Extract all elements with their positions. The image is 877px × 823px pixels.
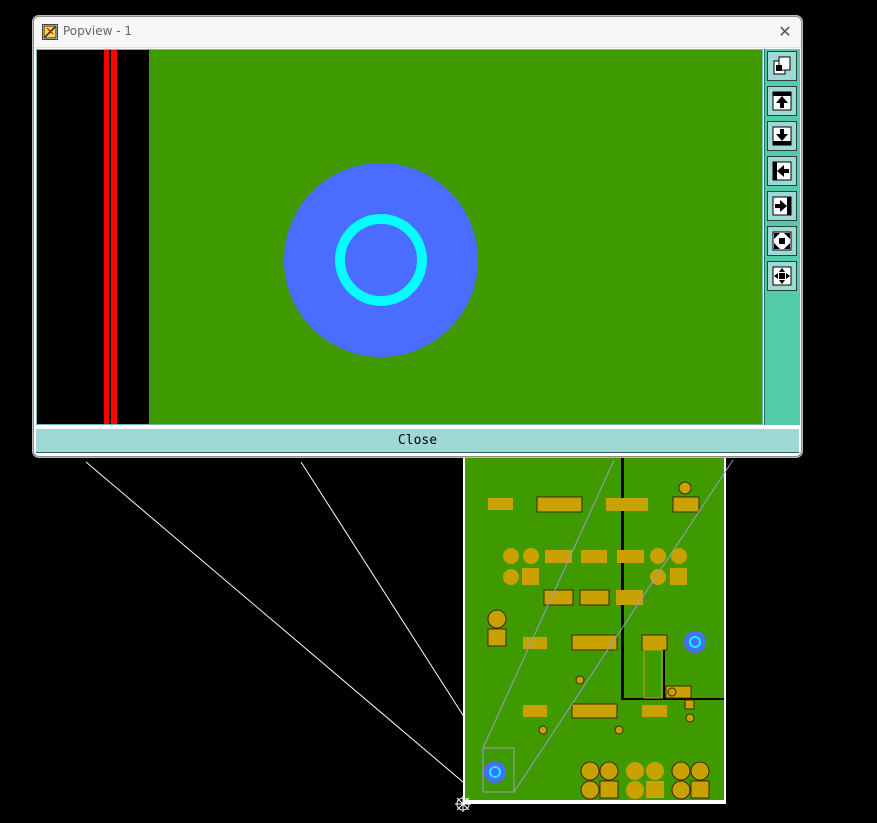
drill-hole-ring — [335, 214, 427, 306]
popview-toolbar — [764, 49, 800, 425]
pan-right-button[interactable] — [767, 191, 797, 221]
pcb-components — [487, 481, 710, 800]
keepout-area — [37, 50, 149, 424]
arrow-down-icon — [772, 126, 792, 146]
pan-left-button[interactable] — [767, 156, 797, 186]
red-trace-center-line — [109, 50, 111, 424]
copy-view-button[interactable] — [767, 51, 797, 81]
window-title: Popview - 1 — [63, 24, 132, 38]
via-pad[interactable] — [284, 163, 478, 357]
zoom-in-icon — [772, 231, 792, 251]
close-button-label: Close — [397, 433, 438, 448]
copy-view-icon — [773, 56, 791, 75]
popview-zoomed-viewport[interactable] — [36, 49, 763, 425]
zoom-region-outline — [482, 459, 734, 793]
origin-crosshair-icon — [455, 796, 471, 812]
popview-window: Popview - 1 ✕ — [33, 16, 802, 457]
arrow-up-icon — [772, 91, 792, 111]
pan-up-button[interactable] — [767, 86, 797, 116]
zoom-in-button[interactable] — [767, 226, 797, 256]
close-button[interactable]: Close — [36, 428, 799, 453]
pan-down-button[interactable] — [767, 121, 797, 151]
zoom-out-button[interactable] — [767, 261, 797, 291]
magnifier-guide-lines — [85, 461, 485, 789]
highlighted-via-pads[interactable] — [484, 631, 706, 783]
close-window-icon[interactable]: ✕ — [778, 22, 792, 41]
arrow-right-icon — [772, 196, 792, 216]
title-bar[interactable]: Popview - 1 ✕ — [34, 17, 801, 48]
zoom-out-icon — [772, 266, 792, 286]
arrow-left-icon — [772, 161, 792, 181]
popview-app-icon — [42, 24, 58, 40]
